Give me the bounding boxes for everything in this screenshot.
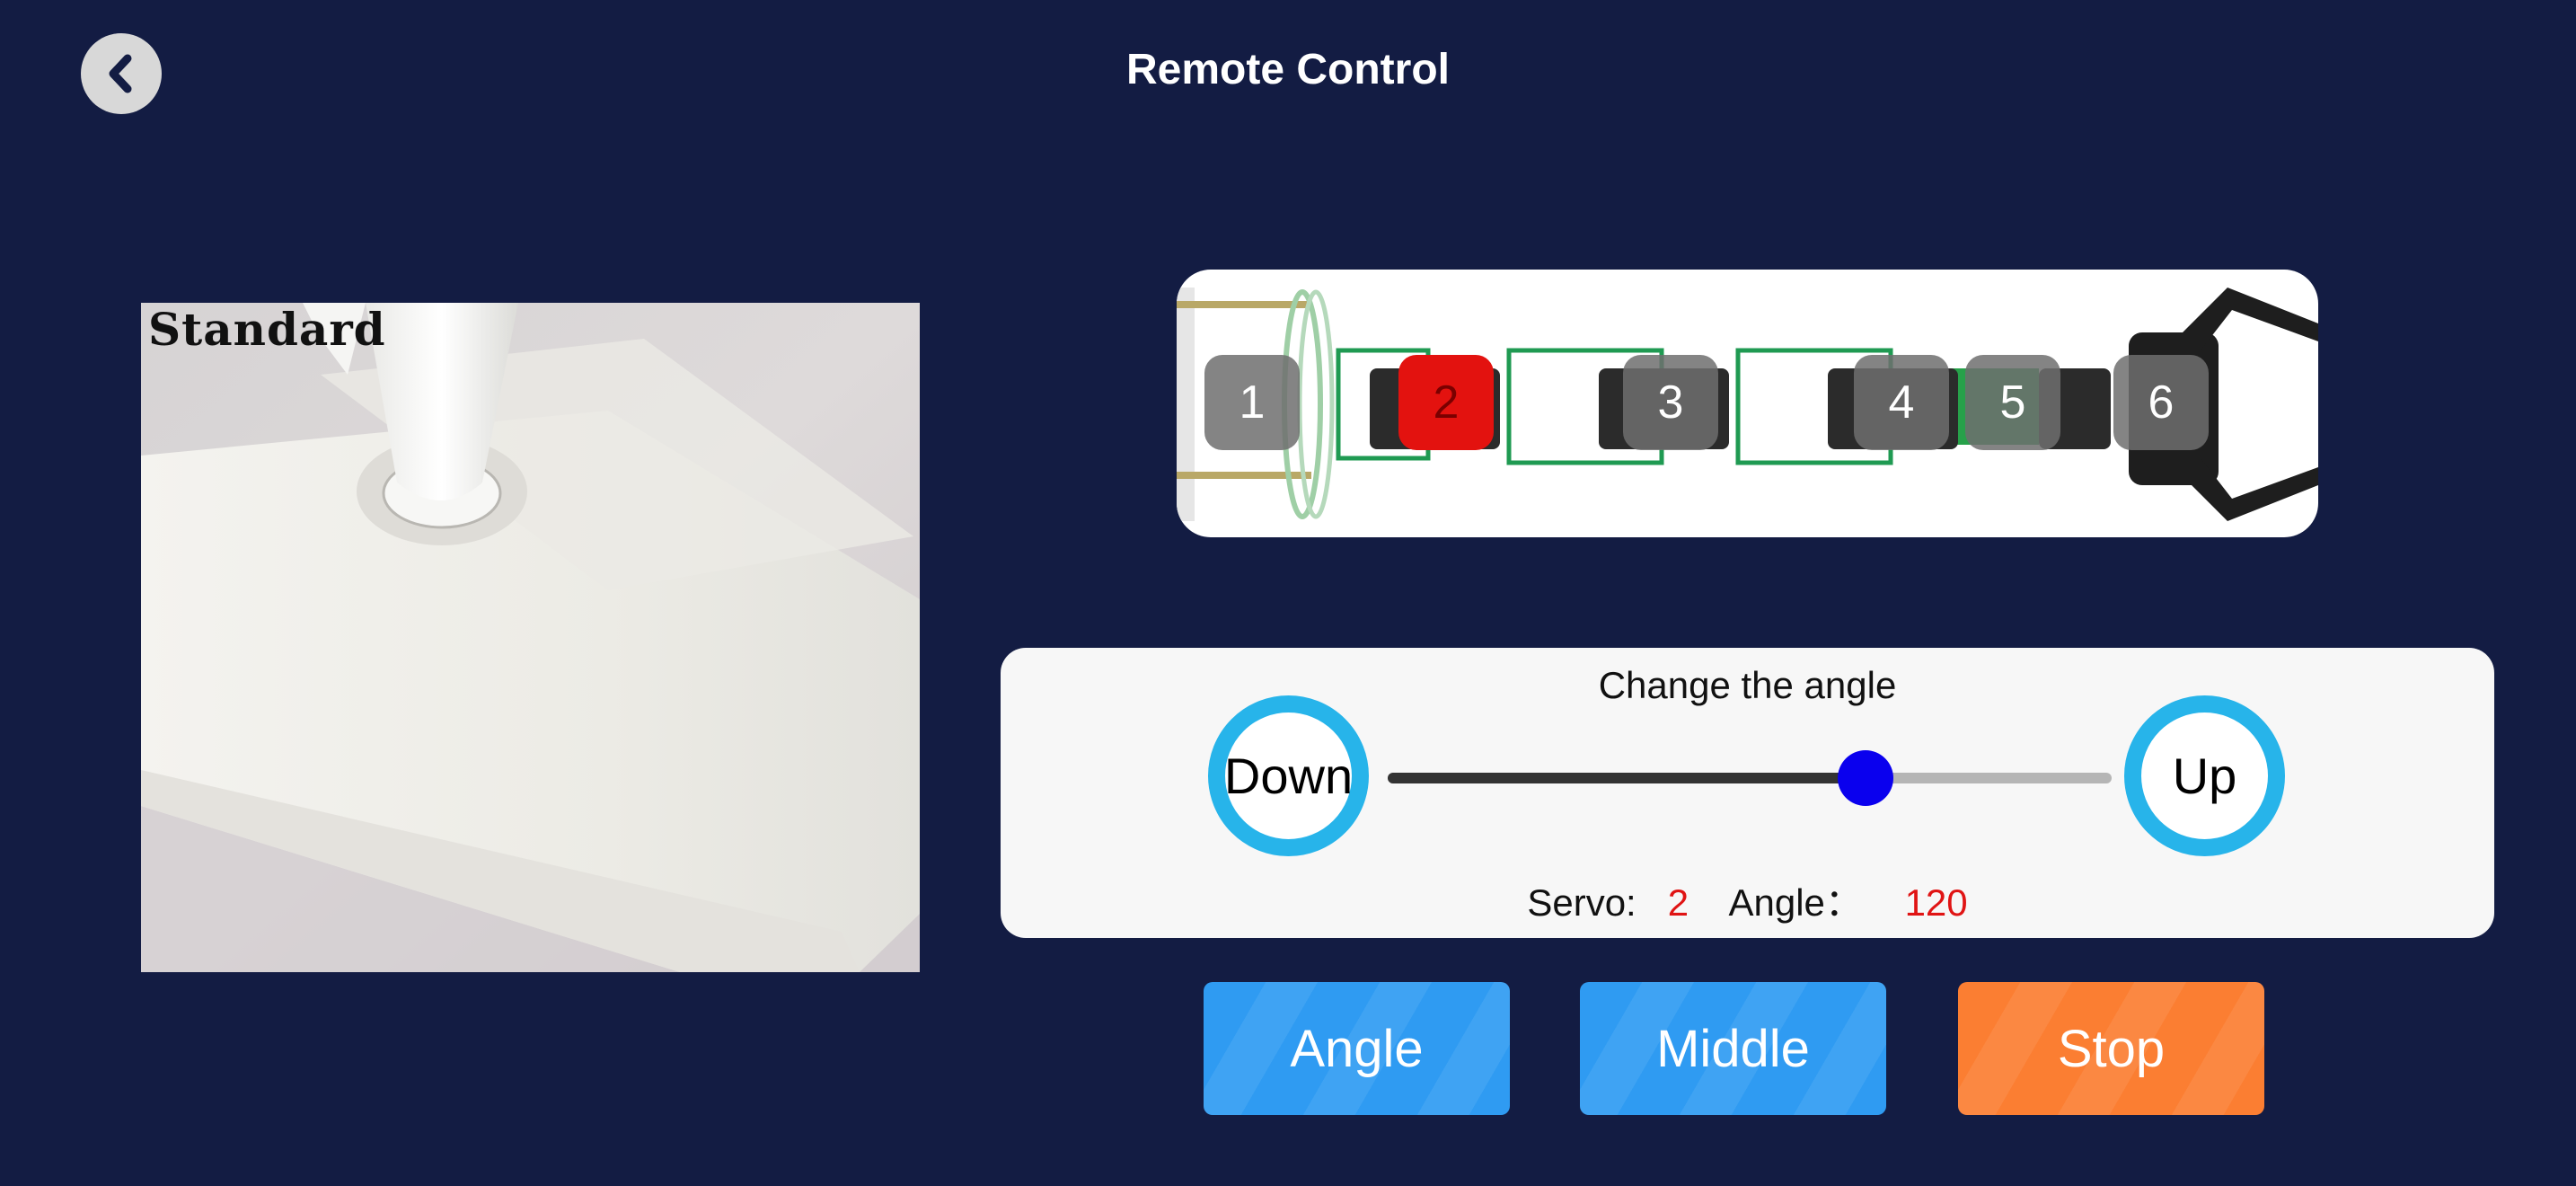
servo-value: 2 xyxy=(1667,881,1689,924)
camera-mode-label: Standard xyxy=(148,303,386,356)
middle-button[interactable]: Middle xyxy=(1580,982,1886,1115)
servo-5-button[interactable]: 5 xyxy=(1965,355,2060,450)
servo-angle-status: Servo: 2 Angle： 120 xyxy=(1001,872,2494,927)
servo-3-button[interactable]: 3 xyxy=(1623,355,1718,450)
slider-thumb[interactable] xyxy=(1837,750,1893,806)
camera-image xyxy=(141,303,920,972)
angle-card-title: Change the angle xyxy=(1598,664,1897,706)
chevron-left-icon xyxy=(109,54,132,93)
angle-slider[interactable] xyxy=(1388,750,2112,806)
camera-feed: Standard xyxy=(141,303,920,972)
servo-2-button[interactable]: 2 xyxy=(1398,355,1494,450)
up-button-label: Up xyxy=(2172,748,2237,804)
up-button[interactable]: Up xyxy=(2124,695,2285,856)
back-button[interactable] xyxy=(81,33,162,114)
angle-value: 120 xyxy=(1904,881,1968,924)
angle-control-card: Change the angle Down Up Servo: 2 Angle：… xyxy=(1001,648,2494,938)
servo-4-button[interactable]: 4 xyxy=(1854,355,1949,450)
angle-label: Angle： xyxy=(1728,881,1863,924)
servo-1-button[interactable]: 1 xyxy=(1204,355,1300,450)
down-button-label: Down xyxy=(1223,748,1354,804)
slider-fill xyxy=(1388,773,1866,783)
angle-button[interactable]: Angle xyxy=(1204,982,1510,1115)
robot-arm-diagram: 1 2 3 4 5 6 xyxy=(1177,270,2318,537)
servo-6-button[interactable]: 6 xyxy=(2113,355,2209,450)
page-title: Remote Control xyxy=(1126,46,1450,93)
stop-button[interactable]: Stop xyxy=(1958,982,2264,1115)
down-button[interactable]: Down xyxy=(1208,695,1369,856)
servo-label: Servo: xyxy=(1527,881,1636,924)
